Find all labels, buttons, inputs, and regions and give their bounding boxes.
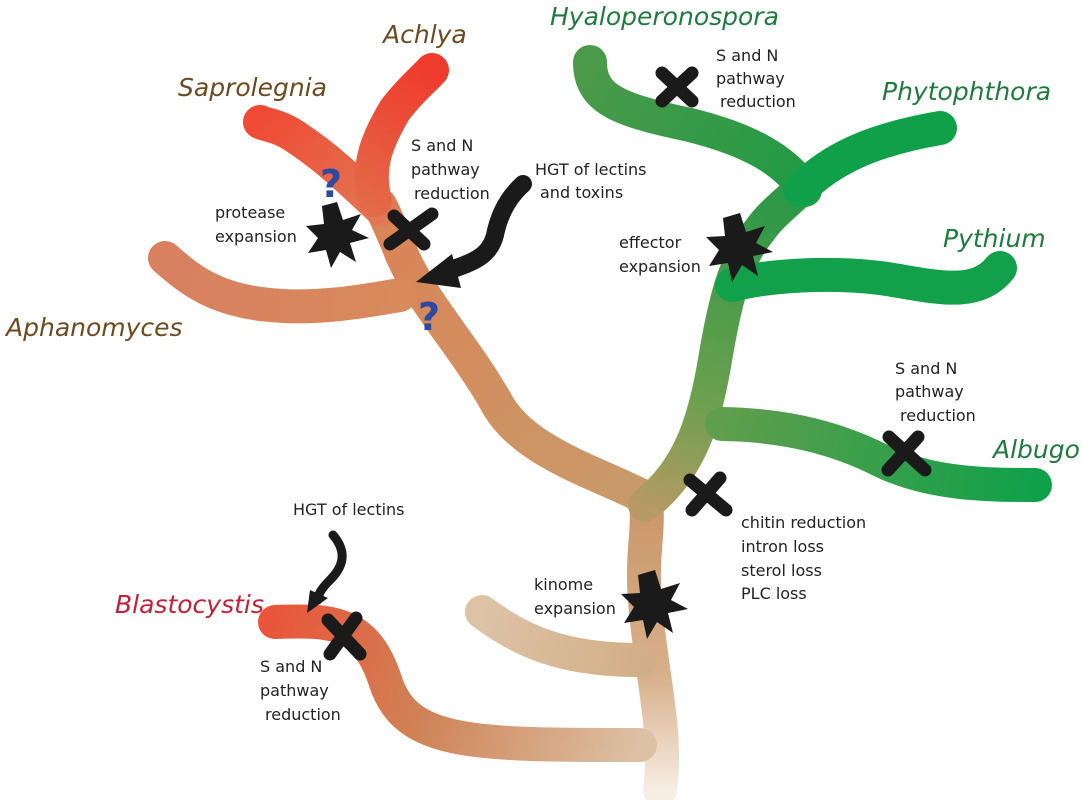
taxon-label-pythium: Pythium xyxy=(943,224,1046,253)
branch-phytophthora xyxy=(783,111,957,207)
event-label-sapro-reduction: S and N pathway reduction xyxy=(411,136,490,203)
cross-marker-hyalo xyxy=(655,66,699,108)
branch-achlya xyxy=(354,53,449,217)
branch-side-stub xyxy=(465,595,657,677)
taxon-label-blastocystis: Blastocystis xyxy=(115,590,264,619)
event-label-protease-expansion: protease expansion xyxy=(215,203,297,246)
question-mark-stem: ? xyxy=(418,295,440,339)
event-label-blasto-reduction: S and N pathway reduction xyxy=(260,657,341,724)
event-label-hgt-lectins: HGT of lectins xyxy=(293,500,405,519)
event-label-hgt-lectins-toxins: HGT of lectins and toxins xyxy=(535,160,652,202)
hgt-arrow-lectins xyxy=(313,530,347,605)
hgt-arrowhead-lectins xyxy=(307,590,328,613)
hgt-arrowhead-lectins-toxins xyxy=(416,254,461,288)
branch-aphanomyces xyxy=(148,241,417,324)
hgt-arrows xyxy=(307,175,532,613)
expansion-markers xyxy=(306,202,773,639)
event-label-effector-expansion: effector expansion xyxy=(619,233,701,276)
taxon-label-achlya: Achlya xyxy=(381,20,467,49)
event-label-kinome-expansion: kinome expansion xyxy=(534,575,616,618)
branch-oomycete-brown-stem xyxy=(363,188,657,512)
cross-marker-albugo xyxy=(881,430,932,477)
cross-marker-chitin xyxy=(683,471,733,517)
cross-marker-blasto xyxy=(321,611,367,661)
event-label-losses: chitin reduction intron loss sterol loss… xyxy=(741,513,871,603)
branch-albugo xyxy=(705,407,1052,502)
star-marker-protease xyxy=(306,202,369,268)
question-mark-sapro: ? xyxy=(320,162,342,206)
star-marker-effector xyxy=(706,213,773,282)
taxon-label-albugo: Albugo xyxy=(991,435,1080,464)
taxon-label-phytophthora: Phytophthora xyxy=(882,77,1051,106)
cross-marker-sapro xyxy=(383,207,439,251)
event-label-albugo-reduction: S and N pathway reduction xyxy=(895,359,976,425)
taxon-label-saprolegnia: Saprolegnia xyxy=(178,73,327,102)
branch-oomycete-green-stem xyxy=(628,168,822,522)
branch-pythium xyxy=(715,251,1017,305)
taxon-label-hyaloperonospora: Hyaloperonospora xyxy=(550,2,779,31)
star-marker-kinome xyxy=(621,570,688,639)
hgt-arrow-lectins-toxins xyxy=(441,175,532,279)
loss-markers xyxy=(321,66,932,661)
event-label-hyalo-reduction: S and N pathway reduction xyxy=(716,46,796,111)
taxon-label-aphanomyces: Aphanomyces xyxy=(4,313,183,342)
branch-hyaloperonospora xyxy=(573,45,822,207)
